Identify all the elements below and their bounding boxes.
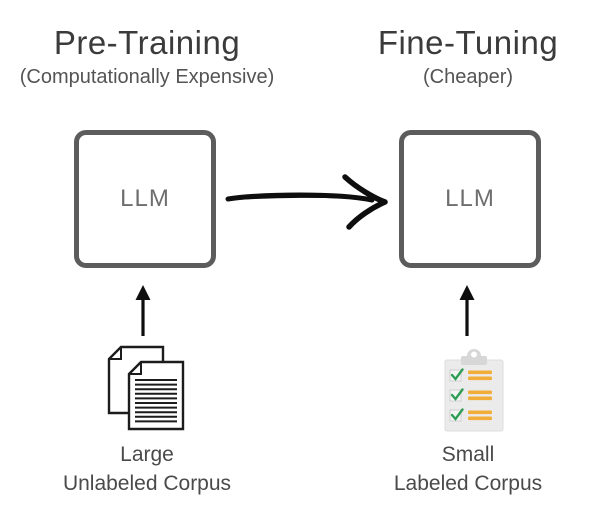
pretraining-llm-box: LLM: [74, 130, 216, 268]
finetuning-llm-label: LLM: [445, 185, 495, 212]
finetuning-corpus-label: Small Labeled Corpus: [338, 440, 598, 498]
pretraining-title: Pre-Training: [53, 24, 241, 61]
pretraining-subtitle: (Computationally Expensive): [19, 66, 275, 88]
documents-icon: [107, 345, 185, 431]
finetuning-corpus-line1: Small: [441, 443, 495, 466]
finetuning-title: Fine-Tuning: [377, 24, 559, 61]
right-arrow-icon: [225, 174, 388, 230]
pretraining-corpus-label: Large Unlabeled Corpus: [17, 440, 277, 498]
finetuning-subtitle: (Cheaper): [422, 66, 514, 88]
up-arrow-left-icon: [135, 285, 151, 336]
pretraining-llm-label: LLM: [120, 185, 170, 212]
pretraining-corpus-line2: Unlabeled Corpus: [62, 472, 232, 495]
up-arrow-right-icon: [459, 285, 475, 336]
clipboard-checklist-icon: [444, 349, 504, 432]
pretraining-corpus-line1: Large: [120, 443, 174, 466]
finetuning-corpus-line2: Labeled Corpus: [393, 472, 543, 495]
finetuning-llm-box: LLM: [399, 130, 541, 268]
